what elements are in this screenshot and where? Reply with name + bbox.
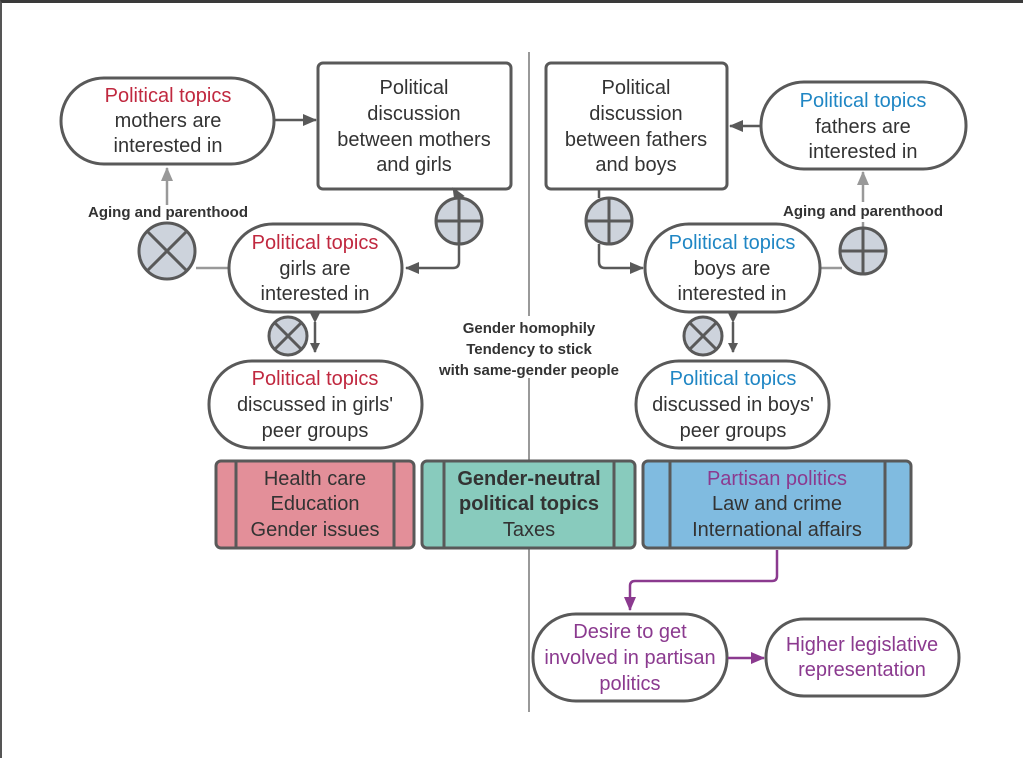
topic-text: Health care	[264, 468, 366, 490]
accent-text: Political topics	[252, 368, 379, 390]
node-text-line: discussion	[367, 103, 460, 125]
node-text-line: peer groups	[680, 420, 787, 442]
node-girls-topics: Political topics girls are interested in	[227, 222, 404, 314]
node-text-line: interested in	[678, 283, 787, 305]
node-girls-peer-topics: Political topics discussed in girls' pee…	[207, 359, 424, 450]
topic-box-boys: Partisan politics Law and crime Internat…	[641, 459, 913, 550]
node-text-line: and boys	[595, 154, 676, 176]
arrow-discussion-to-girls	[405, 245, 461, 274]
node-boys-topics: Political topics boys are interested in	[643, 222, 822, 314]
topic-text: Gender-neutral	[457, 468, 600, 490]
node-fathers-topics: Political topics fathers are interested …	[759, 80, 968, 171]
node-text-line: interested in	[114, 135, 223, 157]
positive-effect-icon	[838, 226, 888, 276]
accent-text: Political topics	[669, 232, 796, 254]
topic-text: Gender issues	[251, 519, 380, 541]
node-mothers-topics: Political topics mothers are interested …	[59, 76, 276, 166]
positive-effect-icon	[584, 196, 634, 246]
topic-text: International affairs	[692, 519, 862, 541]
node-text-line: boys are	[694, 258, 771, 280]
node-text-line: between mothers	[337, 129, 490, 151]
negative-effect-icon	[267, 315, 309, 357]
accent-text: Political topics	[252, 232, 379, 254]
node-father-boy-discussion: Political discussion between fathers and…	[544, 61, 729, 191]
outcome-text: Higher legislative	[786, 634, 938, 656]
node-higher-representation: Higher legislative representation	[764, 617, 961, 698]
node-mother-girl-discussion: Political discussion between mothers and…	[316, 61, 513, 191]
node-text-line: fathers are	[815, 116, 911, 138]
topic-text: Taxes	[503, 519, 555, 541]
aging-label-right: Aging and parenthood	[783, 203, 943, 220]
topic-box-girls: Health care Education Gender issues	[214, 459, 416, 550]
node-text-line: and girls	[376, 154, 452, 176]
positive-effect-icon	[434, 196, 484, 246]
outcome-text: involved in partisan	[544, 647, 715, 669]
center-label-line: Gender homophily	[463, 320, 596, 337]
node-desire-partisan: Desire to get involved in partisan polit…	[531, 612, 729, 703]
center-label-line: with same-gender people	[438, 362, 619, 379]
topic-text: Law and crime	[712, 493, 842, 515]
accent-text: Political topics	[800, 90, 927, 112]
topic-text: Education	[271, 493, 360, 515]
node-text-line: Political	[602, 77, 671, 99]
node-text-line: interested in	[809, 141, 918, 163]
arrow-to-discussion	[451, 187, 465, 203]
outcome-text: representation	[798, 659, 926, 681]
negative-effect-icon	[682, 315, 724, 357]
node-text-line: Political	[380, 77, 449, 99]
topic-text: political topics	[459, 493, 599, 515]
center-label-line: Tendency to stick	[466, 341, 592, 358]
accent-text: Political topics	[105, 85, 232, 107]
topic-box-neutral: Gender-neutral political topics Taxes	[420, 459, 637, 550]
negative-effect-icon	[137, 221, 197, 281]
outcome-text: politics	[599, 673, 660, 695]
node-text-line: between fathers	[565, 129, 707, 151]
node-text-line: discussion	[589, 103, 682, 125]
node-text-line: interested in	[261, 283, 370, 305]
outcome-text: Desire to get	[573, 621, 687, 643]
node-text-line: discussed in boys'	[652, 394, 814, 416]
node-boys-peer-topics: Political topics discussed in boys' peer…	[634, 359, 831, 450]
node-text-line: girls are	[279, 258, 350, 280]
node-text-line: mothers are	[115, 110, 222, 132]
arrow-partisan-to-desire	[624, 550, 779, 611]
accent-text: Partisan politics	[707, 468, 847, 490]
node-text-line: peer groups	[262, 420, 369, 442]
node-text-line: discussed in girls'	[237, 394, 393, 416]
aging-label-left: Aging and parenthood	[88, 204, 248, 221]
center-label-bg	[428, 316, 632, 378]
accent-text: Political topics	[670, 368, 797, 390]
arrow-discussion-to-boys	[597, 244, 644, 274]
